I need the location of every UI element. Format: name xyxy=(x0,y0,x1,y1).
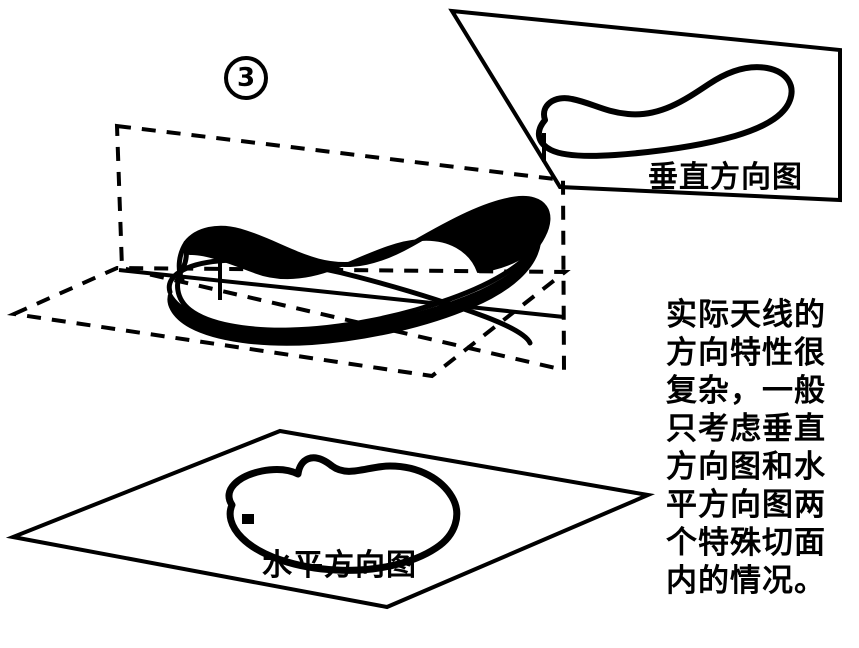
annotation-line: 复杂，一般 xyxy=(666,373,826,409)
step-number-badge: 3 xyxy=(224,56,268,100)
step-number-text: 3 xyxy=(236,63,256,93)
annotation-line: 实际天线的 xyxy=(666,297,826,333)
lobe-body-outline xyxy=(175,195,551,333)
vertical-pattern-panel xyxy=(448,8,842,203)
annotation-line: 方向图和水 xyxy=(666,449,826,485)
lobe-upper-shaded-surface xyxy=(181,197,549,280)
annotation-line: 个特殊切面 xyxy=(666,525,826,561)
horizontal-lobe-outline xyxy=(225,454,461,574)
horizontal-antenna-point-marker xyxy=(242,514,254,524)
annotation-line: 方向特性很 xyxy=(666,335,826,371)
lobe-ground-trace-outline xyxy=(166,257,533,346)
lobe-neck-edge xyxy=(176,240,189,283)
vertical-panel-plane xyxy=(448,8,842,203)
annotation-line: 只考虑垂直 xyxy=(666,411,826,447)
ground-plane-dashed xyxy=(6,265,571,379)
lobe-lower-shaded-band xyxy=(167,242,541,346)
annotation-text-block: 实际天线的 方向特性很 复杂，一般 只考虑垂直 方向图和水 平方向图两 个特殊切… xyxy=(666,296,856,600)
vertical-lobe-outline xyxy=(535,64,795,159)
ground-plane-solid-edge xyxy=(118,268,565,319)
annotation-line: 内的情况。 xyxy=(666,563,826,599)
annotation-line: 平方向图两 xyxy=(666,487,826,523)
horizontal-pattern-panel xyxy=(5,428,655,610)
horizontal-pattern-label: 水平方向图 xyxy=(262,548,417,583)
main-3d-construction xyxy=(6,123,571,379)
vertical-pattern-label: 垂直方向图 xyxy=(648,160,803,195)
